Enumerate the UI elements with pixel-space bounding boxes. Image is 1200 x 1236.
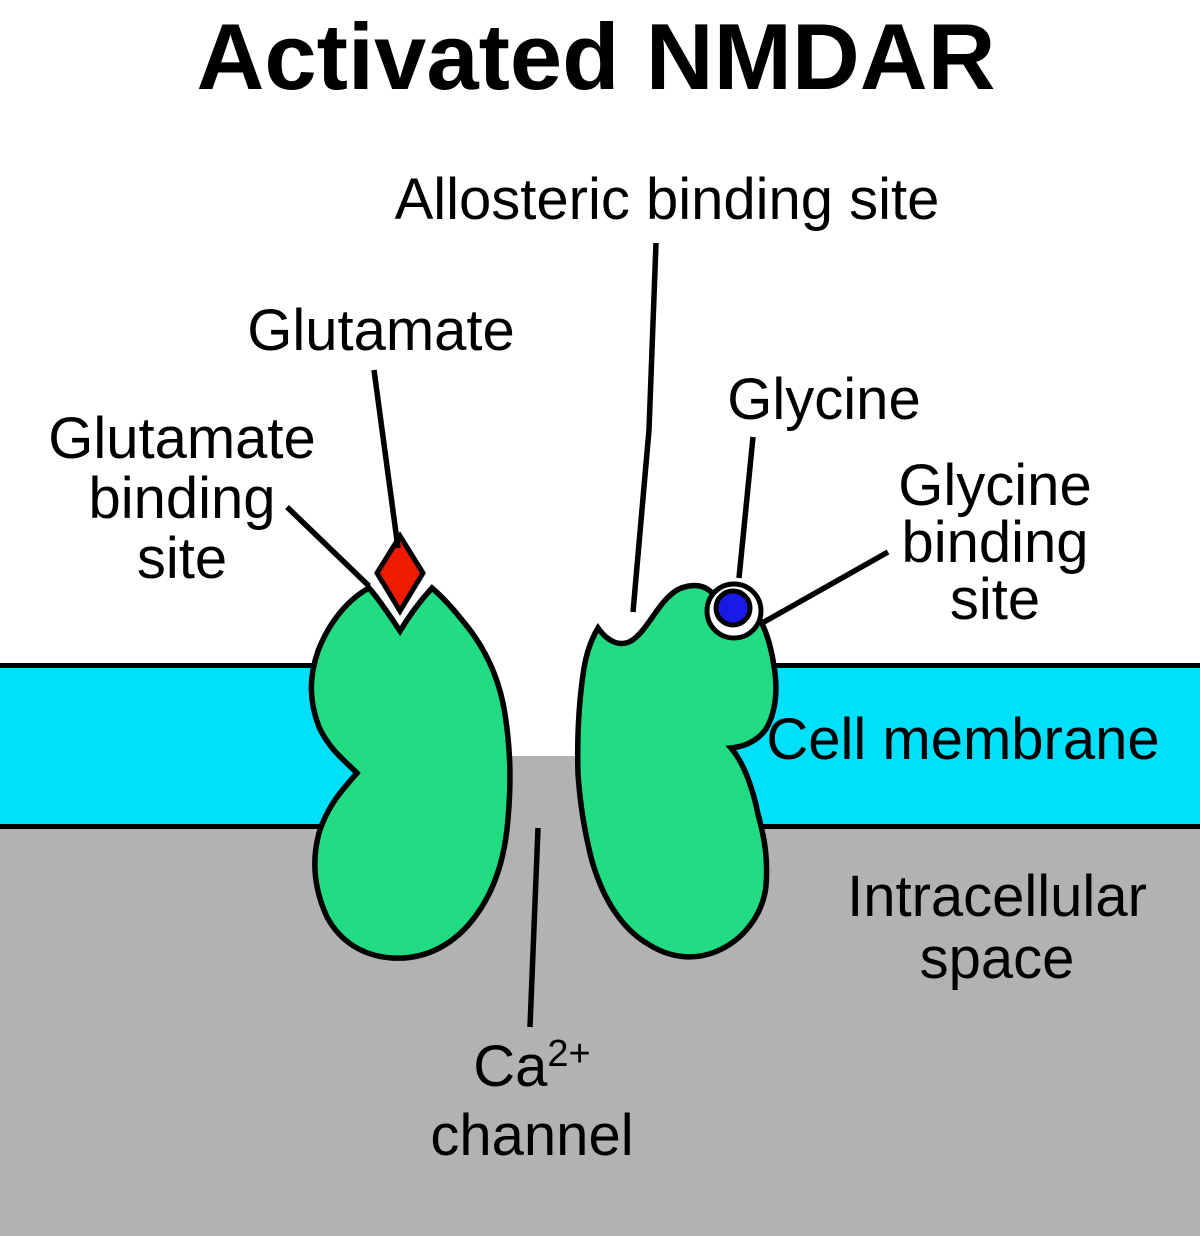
- glutamate-diamond-icon: [374, 531, 426, 616]
- page-title: Activated NMDAR: [196, 4, 996, 109]
- ca-superscript: 2+: [547, 1033, 591, 1075]
- label-glycine: Glycine: [727, 367, 921, 432]
- label-allosteric-binding-site: Allosteric binding site: [394, 167, 940, 232]
- label-line-ca: Ca2+: [430, 1033, 633, 1105]
- ca-channel-pointer-line: [527, 827, 541, 1028]
- intracellular-space-area: [0, 829, 1200, 1236]
- label-line: site: [949, 567, 1041, 632]
- label-line: Glutamate: [48, 406, 316, 471]
- label-line: Intracellular: [847, 864, 1147, 929]
- glutamate-binding-site-pointer-line: [285, 505, 371, 588]
- receptor-subunit-right: [575, 582, 779, 960]
- glutamate-pointer-line: [371, 369, 401, 549]
- allosteric-binding-site-pointer-line: [630, 242, 659, 613]
- label-intracellular-space: Intracellular space: [847, 866, 1147, 990]
- ca-base: Ca: [473, 1034, 548, 1099]
- label-glutamate: Glutamate: [247, 298, 515, 363]
- glycine-pointer-line: [736, 436, 756, 579]
- receptor-subunit-left: [308, 584, 513, 961]
- label-line: site: [136, 526, 228, 591]
- glycine-circle-icon: [713, 588, 753, 628]
- label-ca-channel: Ca2+ channel: [430, 1033, 634, 1168]
- label-line: binding: [88, 466, 276, 531]
- label-line: space: [919, 926, 1075, 991]
- label-glycine-binding-site: Glycine binding site: [898, 453, 1092, 632]
- label-glutamate-binding-site: Glutamate binding site: [48, 409, 316, 589]
- label-cell-membrane: Cell membrane: [766, 707, 1160, 772]
- label-line: binding: [901, 510, 1089, 575]
- glycine-binding-site-pointer-line: [762, 549, 890, 625]
- label-line: Glycine: [898, 453, 1092, 518]
- label-line-channel: channel: [430, 1103, 634, 1168]
